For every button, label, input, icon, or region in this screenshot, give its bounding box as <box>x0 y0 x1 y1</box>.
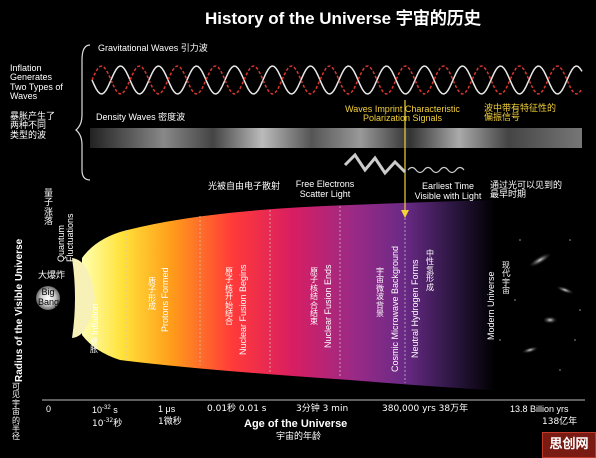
era-neutral-hydrogen-label: Neutral Hydrogen Forms <box>410 259 420 358</box>
tick-0: 0 <box>46 404 52 414</box>
era-inflation-label: Inflation <box>90 303 100 335</box>
era-protons-label: Protons Formed <box>160 267 170 332</box>
x-axis-label-cn: 宇宙的年龄 <box>276 432 322 442</box>
watermark-logo: 思创网 <box>542 432 596 458</box>
era-protons-cn: 质子形成 <box>148 277 156 312</box>
quantum-label-en: Quantum Fluctuations <box>56 213 76 262</box>
era-cmb-label: Cosmic Microwave Background <box>390 245 400 372</box>
polarization-label-cn: 波中带有特征性的 偏振信号 <box>484 104 557 124</box>
era-cmb-cn: 宇宙微波背景 <box>376 267 384 318</box>
gravitational-wave-red <box>91 65 583 95</box>
density-waves-label: Density Waves 密度波 <box>96 112 186 122</box>
tick-2: 1 μs <box>158 404 176 414</box>
era-fusion-begins-cn: 原子核开始结合 <box>225 267 233 327</box>
y-axis-label-cn: 可见宇宙的半径 <box>12 382 20 442</box>
era-fusion-ends-label: Nuclear Fusion Ends <box>323 264 333 348</box>
era-inflation-cn: 暴胀 <box>90 337 98 355</box>
big-bang-pinch <box>72 258 95 338</box>
polarization-label-en: Waves Imprint Characteristic Polarizatio… <box>345 104 460 124</box>
y-axis-label-en: Radius of the Visible Universe <box>14 238 25 382</box>
universe-cone <box>82 198 585 395</box>
era-modern-cn: 现代宇宙 <box>502 261 510 296</box>
inflation-brace <box>75 44 91 181</box>
tick-1-cn: 10-32秒 <box>92 417 123 429</box>
tick-6-cn: 138亿年 <box>542 417 578 427</box>
quantum-label-cn: 量子 涨落 <box>44 189 54 228</box>
inflation-label-en: Inflation Generates Two Types of Waves <box>10 63 63 102</box>
era-modern-label: Modern Universe <box>486 271 496 340</box>
big-bang-cn: 大爆炸 <box>38 271 66 281</box>
era-fusion-begins-label: Nuclear Fusion Begins <box>238 264 248 355</box>
gravitational-wave-white <box>91 65 583 95</box>
gravitational-waves-label: Gravitational Waves 引力波 <box>98 43 208 53</box>
tick-6: 13.8 Billion yrs <box>510 404 569 414</box>
free-electrons-label: Free Electrons Scatter Light <box>295 179 355 199</box>
earliest-time-label: Earliest Time Visible with Light <box>414 181 482 201</box>
big-bang-en: Big Bang <box>38 287 60 307</box>
page-title: History of the Universe 宇宙的历史 <box>205 9 481 28</box>
x-axis-label-en: Age of the Universe <box>244 418 348 430</box>
earliest-time-cn: 通过光可以见到的 最早时期 <box>490 181 563 201</box>
tick-4: 3分钟 3 min <box>296 404 349 414</box>
tick-3: 0.01秒 0.01 s <box>207 404 267 414</box>
tick-5: 380,000 yrs 38万年 <box>382 404 469 414</box>
tick-1: 10-32 s <box>92 405 118 415</box>
big-bang-circle <box>36 286 60 310</box>
era-neutral-hydrogen-cn: 中性氢形成 <box>426 249 434 292</box>
era-fusion-ends-cn: 原子核结合结束 <box>310 267 318 327</box>
photon-scatter-cn: 光被自由电子散射 <box>208 182 281 192</box>
tick-2-cn: 1微秒 <box>158 417 182 427</box>
photon-zigzag <box>343 152 407 176</box>
density-wave-band <box>90 128 582 148</box>
inflation-label-cn: 暴胀产生了 两种不同 类型的波 <box>10 112 56 141</box>
